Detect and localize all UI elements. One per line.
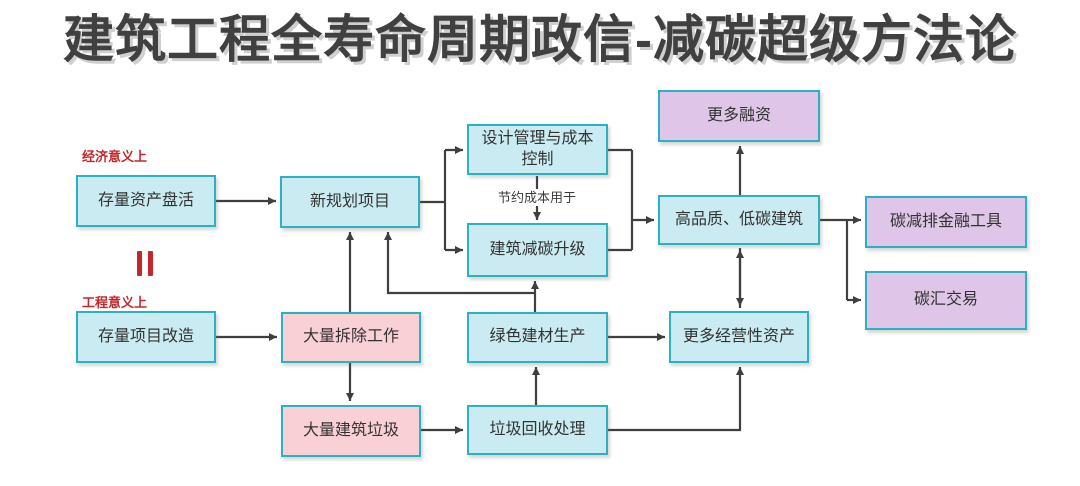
node-massive-construction-waste[interactable]: 大量建筑垃圾 [281,405,421,457]
node-label: 高品质、低碳建筑 [674,210,803,228]
edge-high-quality-branch-trunk [820,218,849,300]
node-carbon-reduction-financial-tools[interactable]: 碳减排金融工具 [865,196,1027,248]
node-carbon-sink-trading[interactable]: 碳汇交易 [865,271,1027,330]
node-label: 碳汇交易 [913,291,978,309]
edge-green-material-to-new-project [384,232,535,295]
label-engineering-sense: 工程意义上 [82,295,148,310]
node-label: 碳减排金融工具 [889,212,1002,230]
node-stock-asset-revitalization[interactable]: 存量资产盘活 [76,175,216,227]
node-building-carbon-reduction-upgrade[interactable]: 建筑减碳升级 [467,223,608,277]
equivalence-bar [137,251,142,276]
node-label: 垃圾回收处理 [489,420,586,438]
node-label: 更多融资 [706,106,771,124]
node-waste-recycling-treatment[interactable]: 垃圾回收处理 [467,405,608,455]
equivalence-symbol [137,251,153,276]
equivalence-bar [148,251,153,276]
node-label: 大量拆除工作 [302,328,399,346]
node-label: 建筑减碳升级 [489,240,586,258]
label-economic-sense: 经济意义上 [82,149,148,164]
node-high-quality-low-carbon-building[interactable]: 高品质、低碳建筑 [658,195,820,245]
node-label: 存量项目改造 [97,327,194,345]
node-stock-project-renovation[interactable]: 存量项目改造 [76,311,216,363]
node-label: 更多经营性资产 [682,327,795,345]
edge-new-project-split-trunk [420,150,447,250]
node-massive-demolition-work[interactable]: 大量拆除工作 [281,312,421,363]
node-label: 存量资产盘活 [97,191,194,209]
node-label: 大量建筑垃圾 [302,421,399,439]
node-design-management-cost-control[interactable]: 设计管理与成本 控制 [467,124,608,175]
node-more-operating-assets[interactable]: 更多经营性资产 [669,311,809,363]
node-new-planned-project[interactable]: 新规划项目 [280,176,420,228]
page-title: 建筑工程全寿命周期政信-减碳超级方法论 [63,11,1017,68]
edge-merge-trunk-to-high-quality [608,148,634,252]
node-label: 新规划项目 [309,192,390,210]
node-more-financing[interactable]: 更多融资 [658,90,820,142]
node-label: 绿色建材生产 [489,328,586,346]
node-label: 设计管理与成本 控制 [481,129,594,168]
edge-recycling-to-operating-assets [608,367,744,432]
edge-label-cost-saving: 节约成本用于 [488,189,586,206]
node-green-building-material-production[interactable]: 绿色建材生产 [467,312,608,363]
